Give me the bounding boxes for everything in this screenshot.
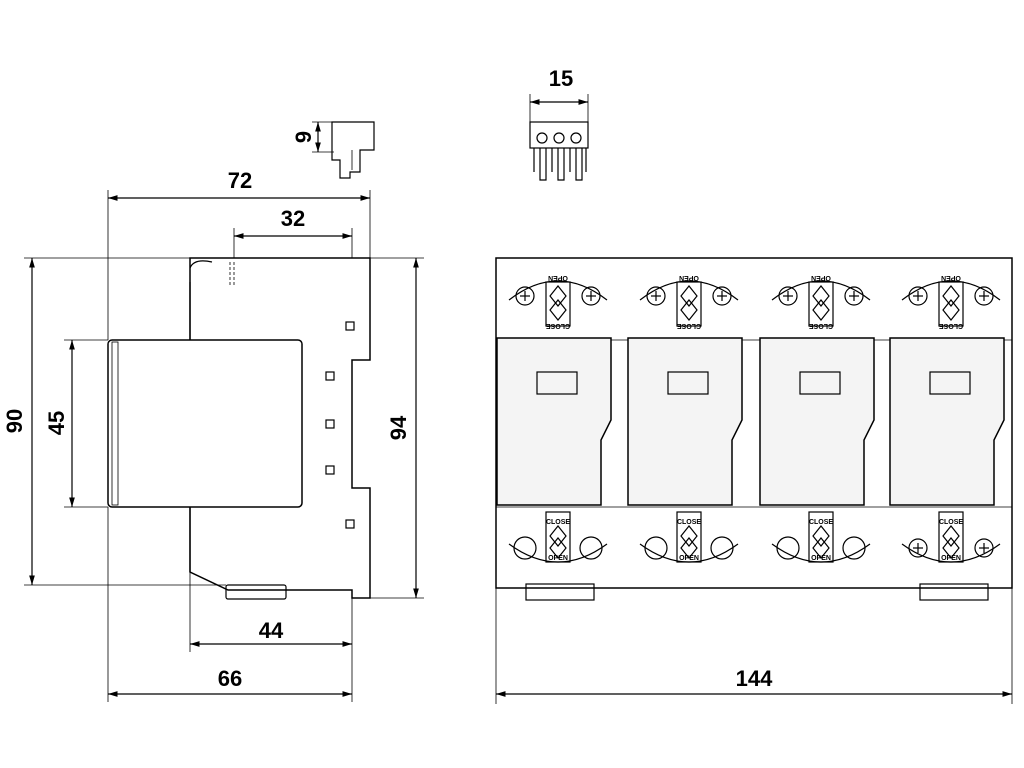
switch-close-label: CLOSE [677, 322, 701, 329]
switch-open-label: OPEN [941, 274, 961, 281]
switch-open-label: OPEN [811, 274, 831, 281]
modules-layer: OPENCLOSECLOSEOPENOPENCLOSECLOSEOPENOPEN… [496, 274, 1005, 563]
switch-close-label: CLOSE [939, 322, 963, 329]
dim-lower-depth: 44 [259, 618, 284, 643]
terminal-screw-icon [908, 286, 928, 306]
switch-open-label: OPEN [548, 555, 568, 562]
module-body [496, 337, 612, 506]
module-body [627, 337, 743, 506]
dim-overall-depth: 72 [228, 168, 252, 193]
switch-close-label: CLOSE [939, 519, 963, 526]
surge-module-1: OPEN CLOSE CLOSE OPEN [496, 274, 612, 563]
switch-close-label: CLOSE [546, 519, 570, 526]
terminal-screw-icon [974, 538, 994, 558]
terminal-screw-icon [712, 286, 732, 306]
connector-front-view: 15 [529, 66, 589, 181]
surge-module-2: OPEN CLOSE CLOSE OPEN [627, 274, 743, 563]
switch-open-label: OPEN [811, 555, 831, 562]
status-window [799, 371, 841, 395]
switch-open-label: OPEN [548, 274, 568, 281]
side-view-dimensions: 72 32 90 45 94 44 66 [2, 168, 424, 702]
switch-close-label: CLOSE [546, 322, 570, 329]
switch-close-label: CLOSE [677, 519, 701, 526]
module-body [889, 337, 1005, 506]
dim-connector-height: 9 [291, 131, 316, 143]
terminal-screw-icon [515, 286, 535, 306]
dim-upper-depth: 32 [281, 206, 305, 231]
dim-overall-width: 144 [736, 666, 773, 691]
dim-connector-width: 15 [549, 66, 573, 91]
dim-height-45: 45 [44, 411, 69, 435]
front-view-dimensions: 144 [495, 588, 1013, 704]
terminal-screw-icon [646, 286, 666, 306]
side-view-front-cover [107, 339, 303, 508]
dim-base-depth: 66 [218, 666, 242, 691]
switch-open-label: OPEN [941, 555, 961, 562]
status-window [929, 371, 971, 395]
status-window [536, 371, 578, 395]
dim-height-94: 94 [386, 415, 411, 440]
terminal-screw-icon [844, 286, 864, 306]
switch-open-label: OPEN [679, 274, 699, 281]
terminal-screw-icon [581, 286, 601, 306]
surge-module-3: OPEN CLOSE CLOSE OPEN [759, 274, 875, 563]
module-body [759, 337, 875, 506]
side-view [107, 257, 371, 600]
terminal-screw-icon [778, 286, 798, 306]
dim-height-90: 90 [2, 409, 27, 433]
switch-close-label: CLOSE [809, 322, 833, 329]
surge-module-4: OPEN CLOSE CLOSE OPEN [889, 274, 1005, 563]
terminal-screw-icon [908, 538, 928, 558]
connector-side-view: 9 [291, 121, 375, 179]
terminal-screw-icon [974, 286, 994, 306]
switch-open-label: OPEN [679, 555, 699, 562]
switch-close-label: CLOSE [809, 519, 833, 526]
status-window [667, 371, 709, 395]
